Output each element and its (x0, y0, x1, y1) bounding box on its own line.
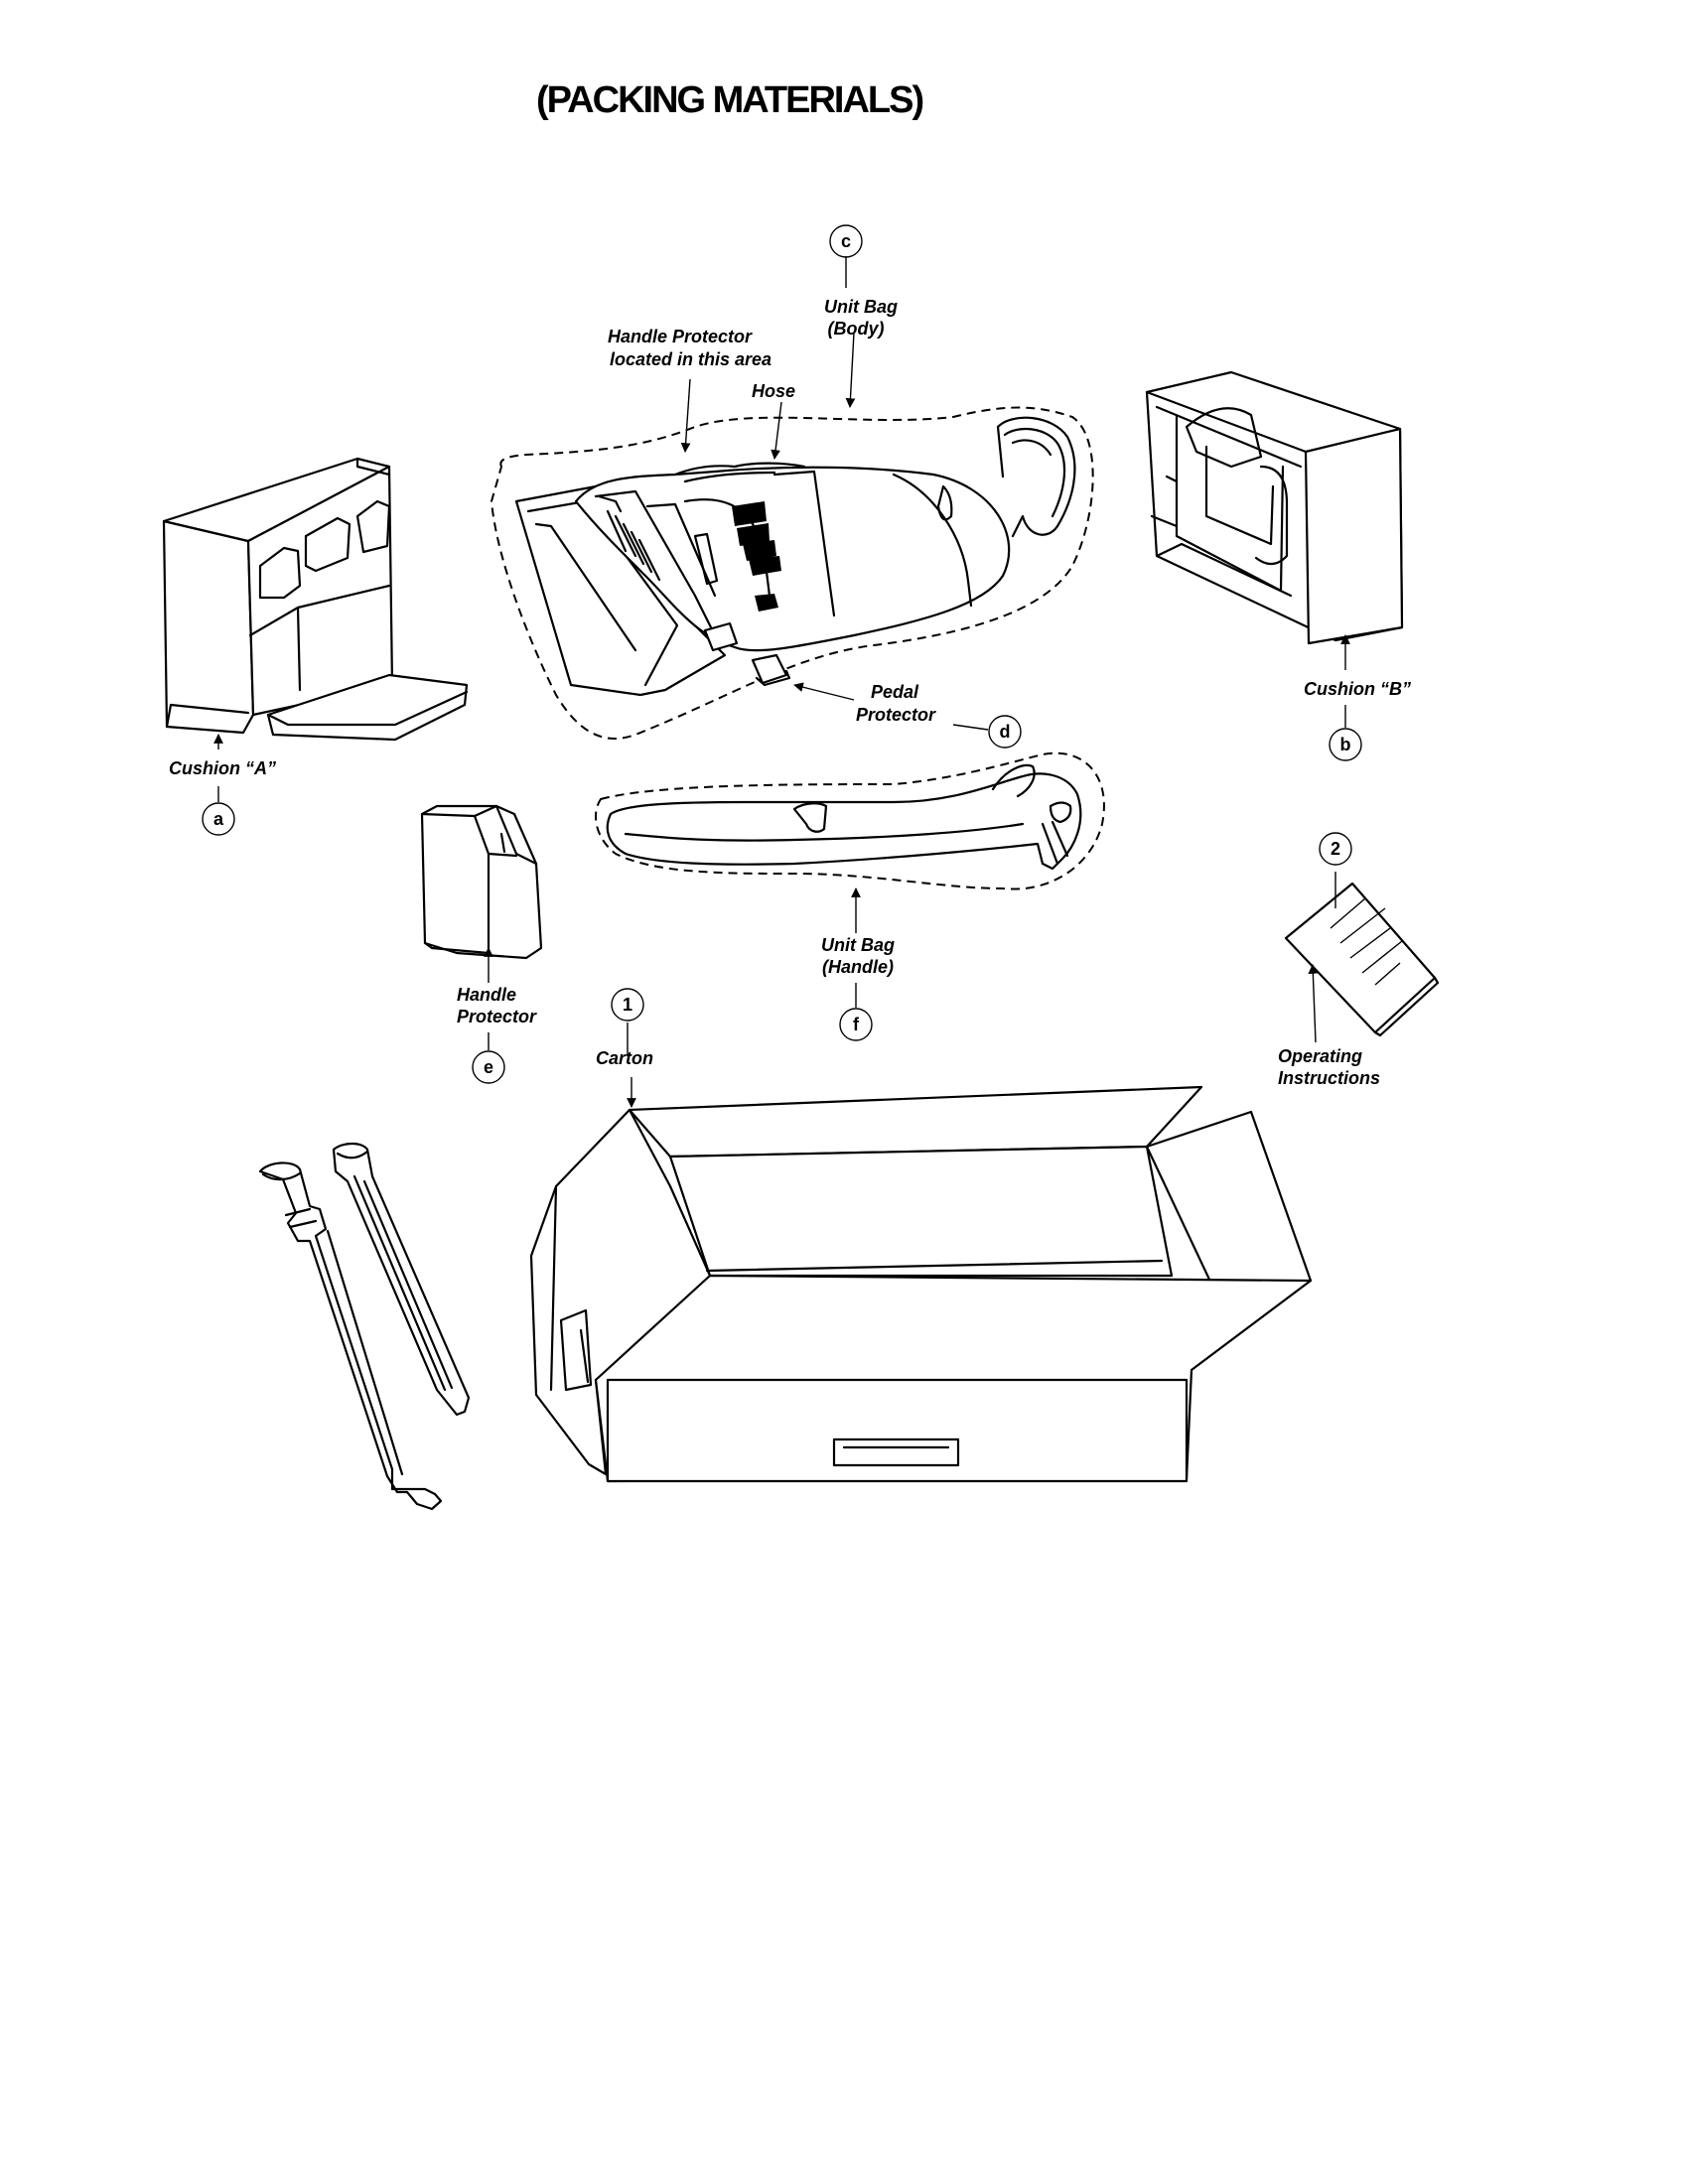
callout-f: f (839, 1008, 873, 1041)
callout-e-label: e (484, 1057, 493, 1077)
callout-c-label: c (841, 231, 851, 251)
callout-a: a (202, 802, 235, 836)
leader-lines (213, 256, 1350, 1108)
carton-drawing (529, 1085, 1313, 1483)
callout-1: 1 (611, 988, 644, 1022)
label-pedal-protector-2: Protector (856, 705, 936, 725)
label-hose: Hose (752, 381, 795, 401)
callout-c: c (829, 224, 863, 258)
callout-2: 2 (1319, 832, 1352, 866)
callout-d-label: d (1000, 722, 1011, 742)
callout-b-label: b (1340, 735, 1351, 754)
cushion-a-drawing (162, 457, 469, 742)
label-carton: Carton (596, 1048, 653, 1068)
wands-drawing (258, 1142, 471, 1511)
label-handle-protector-2: Protector (457, 1007, 537, 1026)
callout-1-label: 1 (623, 995, 632, 1015)
label-unit-bag-body-2: (Body) (828, 319, 885, 339)
label-handle-protector-area-1: Handle Protector (608, 327, 753, 346)
callout-e: e (472, 1050, 505, 1084)
label-operating-instructions-1: Operating (1278, 1046, 1362, 1066)
label-unit-bag-body-1: Unit Bag (824, 297, 898, 317)
label-handle-protector-1: Handle (457, 985, 516, 1005)
vacuum-body-drawing (490, 406, 1094, 741)
label-cushion-b: Cushion “B” (1304, 679, 1411, 699)
handle-drawing (595, 751, 1105, 890)
label-handle-protector-area-2: located in this area (610, 349, 772, 369)
label-cushion-a: Cushion “A” (169, 758, 276, 778)
callout-f-label: f (853, 1015, 860, 1034)
cushion-b-drawing (1145, 370, 1404, 645)
instructions-drawing (1284, 882, 1440, 1037)
label-unit-bag-handle-1: Unit Bag (821, 935, 895, 955)
callout-a-label: a (213, 809, 224, 829)
label-pedal-protector-1: Pedal (871, 682, 919, 702)
label-unit-bag-handle-2: (Handle) (822, 957, 894, 977)
label-operating-instructions-2: Instructions (1278, 1068, 1380, 1088)
handle-protector-drawing (420, 804, 543, 960)
page-title: (PACKING MATERIALS) (536, 79, 924, 121)
callout-2-label: 2 (1331, 839, 1340, 859)
callout-d: d (988, 715, 1022, 749)
callout-b: b (1329, 728, 1362, 761)
